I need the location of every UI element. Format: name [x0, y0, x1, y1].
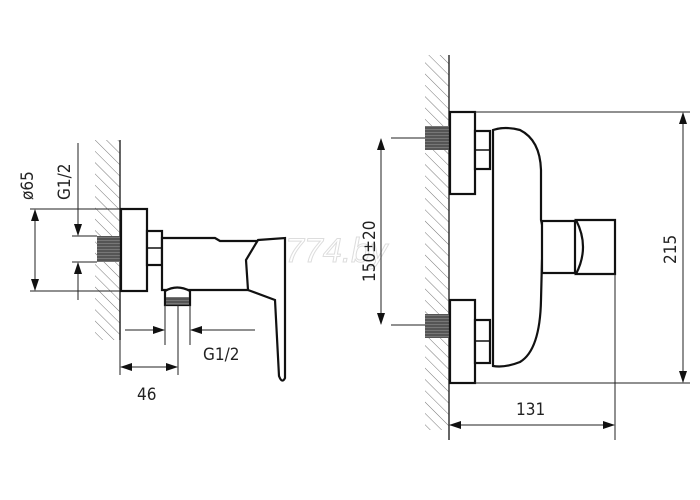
side-view: ø65 G1/2 G1/2 46 — [18, 140, 287, 405]
lever-base — [540, 219, 577, 275]
inlet-spacing-dimension: 150±20 — [360, 221, 380, 282]
upper-flange — [448, 110, 477, 196]
lower-flange — [448, 298, 477, 385]
inlet-thread-dimension: G1/2 — [55, 164, 75, 200]
lever-front — [574, 218, 617, 276]
outlet-offset-dimension: 46 — [137, 385, 156, 405]
diameter-dimension: ø65 — [18, 171, 38, 200]
lever-handle — [244, 236, 287, 382]
front-view: 150±20 215 131 — [360, 55, 690, 440]
upper-inlet-pipe — [425, 126, 449, 150]
wall-hatching-right — [425, 55, 449, 430]
depth-dimension: 131 — [516, 400, 545, 420]
outlet-thread-dimension: G1/2 — [203, 345, 239, 365]
height-dimension: 215 — [661, 235, 681, 264]
watermark: 774.by — [285, 232, 389, 270]
inlet-pipe — [97, 236, 120, 262]
lower-inlet-pipe — [425, 314, 449, 338]
mixer-body-front — [491, 126, 545, 368]
wall-flange — [119, 207, 149, 293]
